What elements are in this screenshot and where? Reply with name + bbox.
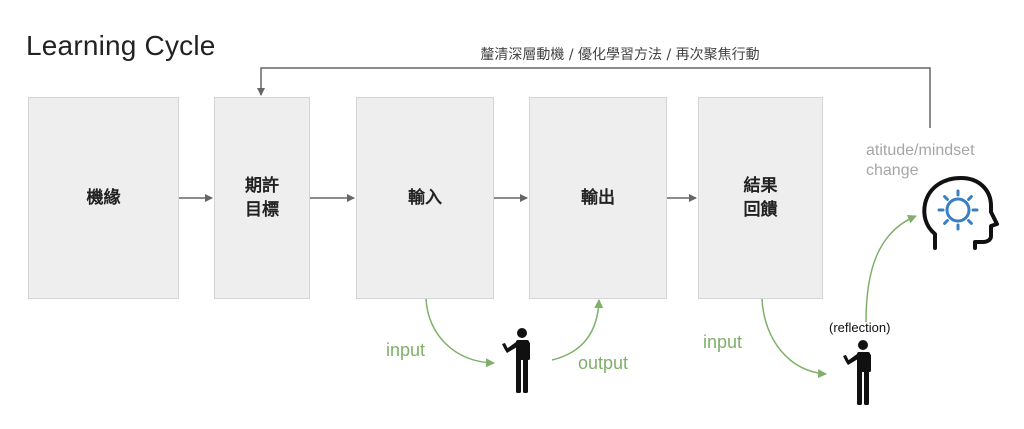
feedback-loop-arrow (257, 67, 931, 128)
label-output: output (578, 353, 629, 373)
brain-head-icon (922, 176, 999, 250)
label-input-2: input (703, 332, 743, 352)
feedback-loop-label: 釐清深層動機 / 優化學習方法 / 再次聚焦行動 (480, 47, 760, 63)
person-icon (502, 328, 530, 393)
label-input-1: input (386, 340, 426, 360)
green-arrow-input-2 (761, 298, 827, 379)
green-arrow-output (551, 299, 604, 361)
box-label-shuru: 輸入 (408, 188, 442, 208)
box-label-jiyuan: 機緣 (86, 188, 121, 208)
box-shuru: 輸入 (356, 97, 494, 299)
green-arrow-input-1 (425, 298, 495, 368)
box-label-jieguo: 結果 回饋 (743, 176, 778, 220)
person-icon (843, 340, 871, 405)
box-qixu: 期許 目標 (214, 97, 310, 299)
box-label-shuchu: 輸出 (581, 188, 615, 208)
box-label-qixu: 期許 目標 (245, 176, 279, 220)
label-mindset-change: atitude/mindset change (866, 142, 975, 179)
page-title: Learning Cycle (26, 30, 216, 61)
box-jieguo: 結果 回饋 (698, 97, 823, 299)
green-arrow-reflection (865, 214, 917, 323)
box-jiyuan: 機緣 (28, 97, 179, 299)
box-shuchu: 輸出 (529, 97, 667, 299)
label-reflection: (reflection) (829, 320, 891, 335)
